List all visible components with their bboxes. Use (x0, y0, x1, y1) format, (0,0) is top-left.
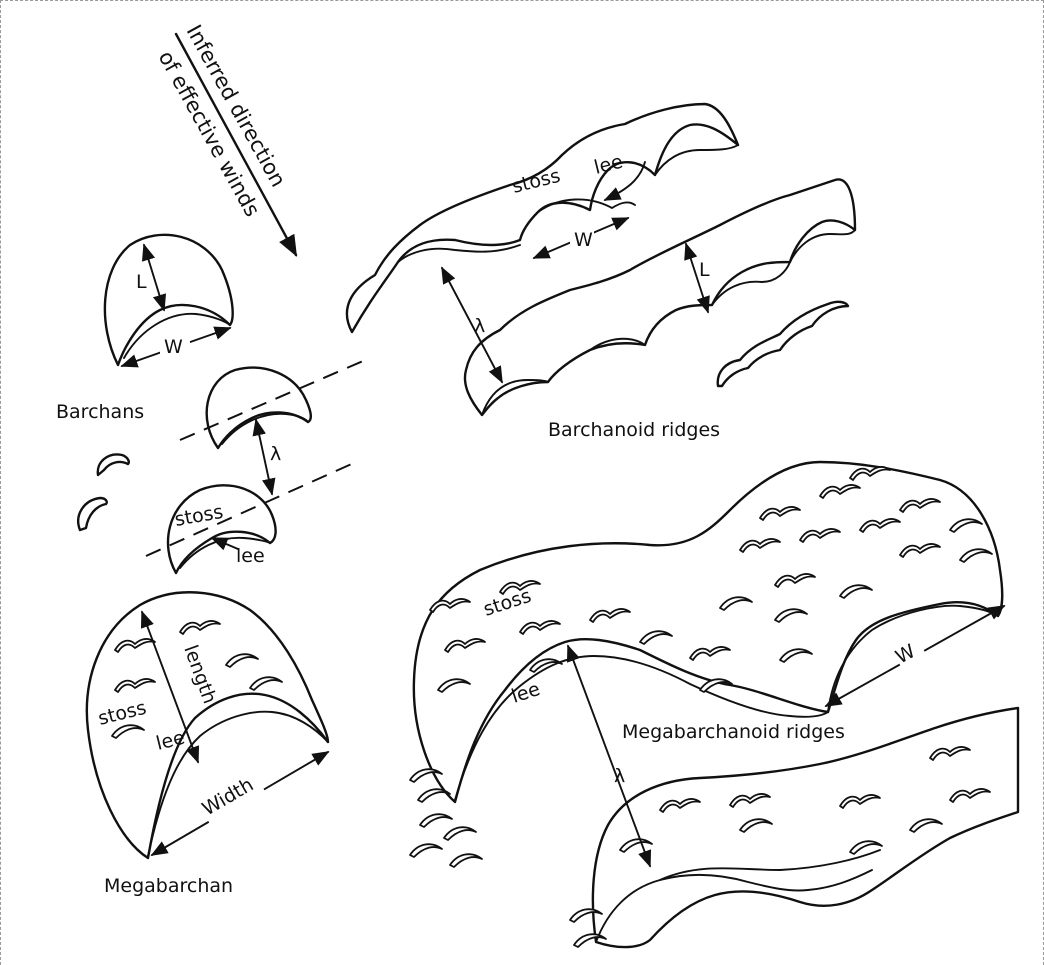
megabarchanoid-title: Megabarchanoid ridges (622, 721, 845, 743)
megabarchanoid-tail-dune-4 (444, 827, 476, 840)
megabarchanoid-lee-label: lee (509, 678, 543, 708)
megabarchanoid-ridge-lower (593, 708, 1018, 947)
megabarchanoid-lambda-label: λ (614, 765, 625, 787)
barchan-small-2 (78, 498, 107, 530)
barchanoid-W-label: W (574, 229, 593, 251)
megabarchanoid-tail-dune-2 (418, 789, 450, 802)
barchan-lambda-label: λ (270, 443, 281, 465)
megabarchanoid-tail-dune-5 (410, 844, 442, 857)
megabarchanoid-tail-dune-6 (450, 854, 482, 867)
barchan-L-label: L (136, 271, 147, 293)
barchanoid-upper-slipface-1 (398, 245, 520, 262)
wind-arrow (176, 34, 296, 255)
barchan-W-label: W (164, 336, 183, 358)
barchanoid-title: Barchanoid ridges (548, 419, 720, 441)
wind-direction: Inferred direction of effective winds (154, 21, 296, 255)
barchan-small-1 (98, 454, 129, 475)
barchan-lee-label: lee (236, 545, 265, 567)
megabarchan-title: Megabarchan (104, 875, 233, 897)
barchanoid-upper-slipface-3 (655, 145, 738, 175)
megabarchanoid-ridges-group: stoss lee λ W Megabarchanoid ridges (410, 462, 1018, 947)
megabarchan-group: length stoss lee Width Megabarchan (87, 592, 328, 897)
barchanoid-ridges-group: stoss lee W L λ Barchanoid ridges (347, 104, 855, 441)
barchans-title: Barchans (56, 401, 144, 423)
megabarchanoid-minidune-25 (530, 659, 562, 672)
barchans-group: L W stoss lee λ Barchans (56, 235, 370, 573)
barchanoid-L-label: L (699, 259, 710, 281)
barchanoid-small-ridge (718, 302, 848, 386)
barchanoid-lambda-label: λ (474, 315, 485, 337)
megabarchanoid-tail-dune-3 (420, 814, 452, 827)
